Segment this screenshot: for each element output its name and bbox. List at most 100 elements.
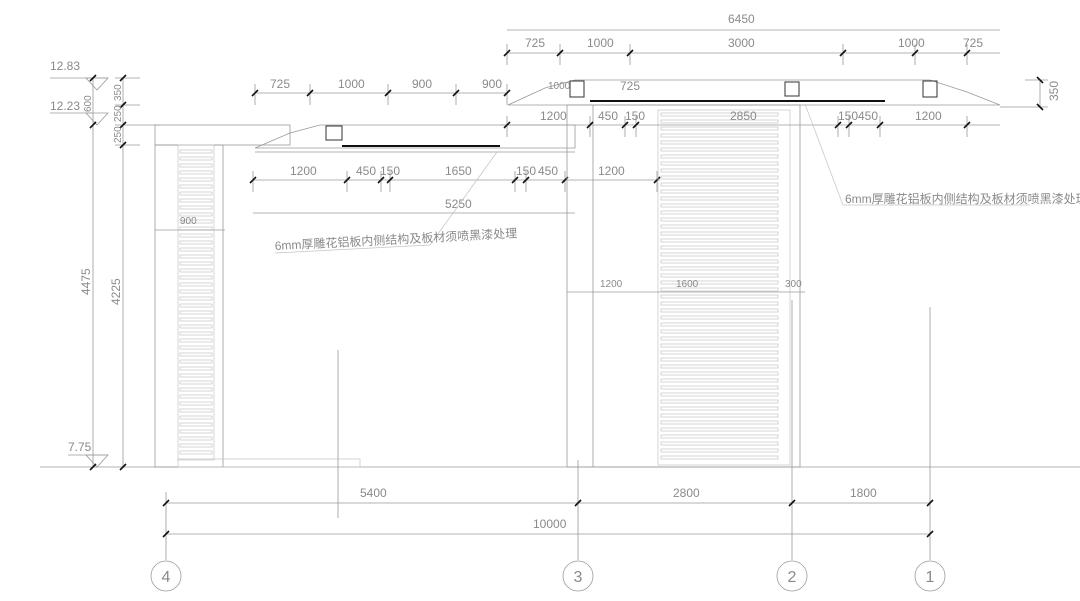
slat: [179, 275, 213, 280]
slat: [179, 429, 213, 434]
dim-upper-bottom-0: 1200: [540, 109, 567, 123]
dimension-tick: [556, 49, 564, 57]
dimension-tick: [834, 121, 842, 129]
slat: [660, 357, 779, 362]
dimension-tick: [632, 121, 640, 129]
axis-dimensions: 5400 2800 1800 10000: [162, 300, 934, 560]
dim-lower-bottom-2: 150: [380, 164, 400, 178]
vertical-dimensions: 4475 4225 600 350 250 250: [79, 74, 160, 471]
slat: [179, 282, 213, 287]
note-lower-canopy: 6mm厚雕花铝板内侧结构及板材须喷黑漆处理: [274, 225, 517, 253]
axis-4: 4: [150, 560, 182, 592]
slat: [179, 366, 213, 371]
slat: [179, 156, 213, 161]
axis-3: 3: [562, 560, 594, 592]
slat: [660, 273, 779, 278]
elevation-top: 12.83: [50, 59, 80, 73]
dimension-ticks: [251, 84, 511, 105]
slat: [660, 140, 779, 145]
slat: [660, 196, 779, 201]
dim-upper-top-0: 725: [525, 36, 545, 50]
dimension-tick: [845, 121, 853, 129]
slat: [179, 261, 213, 266]
dimension-ticks: [503, 116, 971, 137]
slat: [179, 394, 213, 399]
slat: [179, 408, 213, 413]
dim-250-a: 250: [113, 105, 124, 122]
dimension-tick: [384, 89, 392, 97]
dimension-tick: [306, 89, 314, 97]
slat: [179, 149, 213, 154]
dimension-tick: [343, 176, 351, 184]
left-column-width: 900: [180, 216, 197, 227]
slat: [660, 161, 779, 166]
dim-upper-overall: 6450: [728, 12, 755, 26]
right-slats: [660, 112, 779, 460]
slat: [660, 364, 779, 369]
slat: [660, 217, 779, 222]
slat: [179, 240, 213, 245]
slat: [660, 371, 779, 376]
dim-upper-bottom-5: 450: [858, 109, 878, 123]
dim-lower-top-2: 900: [412, 77, 432, 91]
elevation-markers: 12.83 12.23 7.75: [50, 59, 109, 468]
elevation-mid: 12.23: [50, 99, 80, 113]
dim-lower-bottom-3: 1650: [445, 164, 472, 178]
dimension-tick: [251, 89, 259, 97]
slat: [660, 168, 779, 173]
slat: [660, 343, 779, 348]
dimension-tick: [621, 121, 629, 129]
dimension-tick: [653, 176, 661, 184]
axis-2: 2: [776, 560, 808, 592]
dimension-tick: [377, 176, 385, 184]
dim-350: 350: [113, 84, 124, 101]
dim-lower-bottom-0: 1200: [290, 164, 317, 178]
dimension-tick: [249, 176, 257, 184]
slat: [179, 289, 213, 294]
dim-250-b: 250: [113, 126, 124, 143]
slat: [179, 380, 213, 385]
dimension-tick: [511, 176, 519, 184]
slat: [179, 163, 213, 168]
axis-label: 4: [162, 569, 171, 586]
slat: [660, 392, 779, 397]
dim-lower-bottom-1: 450: [356, 164, 376, 178]
dimension-tick: [839, 49, 847, 57]
slat: [660, 245, 779, 250]
slat: [179, 296, 213, 301]
slat: [660, 448, 779, 453]
dim-lower-top-3: 900: [482, 77, 502, 91]
slat: [179, 212, 213, 217]
slat: [660, 126, 779, 131]
slat: [660, 455, 779, 460]
dim-upper-top-4: 725: [963, 36, 983, 50]
slat: [179, 436, 213, 441]
elevation-ground: 7.75: [68, 440, 92, 454]
slat: [179, 415, 213, 420]
slat: [660, 147, 779, 152]
slat: [660, 406, 779, 411]
dim-upper-bottom-3: 2850: [730, 109, 757, 123]
dimension-ticks: [503, 44, 971, 65]
slat: [660, 238, 779, 243]
slat: [660, 294, 779, 299]
axis-label: 3: [574, 569, 583, 586]
slat: [179, 387, 213, 392]
dim-axis-total: 10000: [533, 517, 567, 531]
slat: [660, 210, 779, 215]
slat: [660, 280, 779, 285]
slat: [660, 287, 779, 292]
dimension-tick: [503, 121, 511, 129]
slat: [660, 175, 779, 180]
left-slats: [179, 149, 213, 455]
slat: [179, 338, 213, 343]
dim-600: 600: [83, 95, 94, 112]
slat: [179, 184, 213, 189]
right-label-1200: 1200: [600, 279, 623, 290]
dim-axis-5400: 5400: [360, 486, 387, 500]
slat: [179, 352, 213, 357]
dimension-tick: [522, 176, 530, 184]
right-label-1600: 1600: [676, 279, 699, 290]
